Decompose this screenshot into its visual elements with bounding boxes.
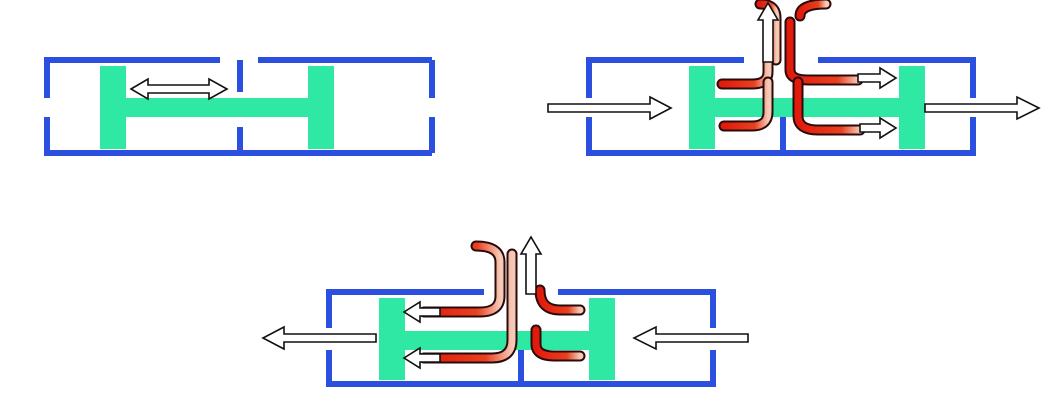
inlet-arrow-icon (547, 95, 673, 121)
valve-3-body (326, 289, 716, 387)
flow-arrow-left-lower-icon (402, 346, 441, 370)
valve-2-body (586, 57, 976, 156)
exhaust-up-arrow-icon (519, 235, 543, 295)
valve-1-spool (100, 66, 334, 149)
flow-arrow-left-upper-icon (402, 300, 441, 324)
valve-3-exhaust-flow (418, 240, 586, 364)
valve-1-body (44, 57, 435, 156)
inlet-arrow-icon (632, 325, 749, 351)
outlet-arrow-icon (924, 95, 1041, 121)
valve-2-spool (689, 66, 925, 149)
flow-arrow-right-lower-icon (859, 116, 898, 140)
flow-arrow-right-upper-icon (857, 66, 898, 90)
valve-1-neutral (44, 57, 435, 156)
valve-3-flow-left (261, 235, 749, 387)
outlet-arrow-icon (261, 325, 377, 351)
double-arrow-icon (129, 77, 229, 101)
exhaust-up-arrow-icon (756, 1, 780, 63)
valve-3-spool (379, 298, 615, 380)
valve-2-flow-right (547, 0, 1041, 156)
